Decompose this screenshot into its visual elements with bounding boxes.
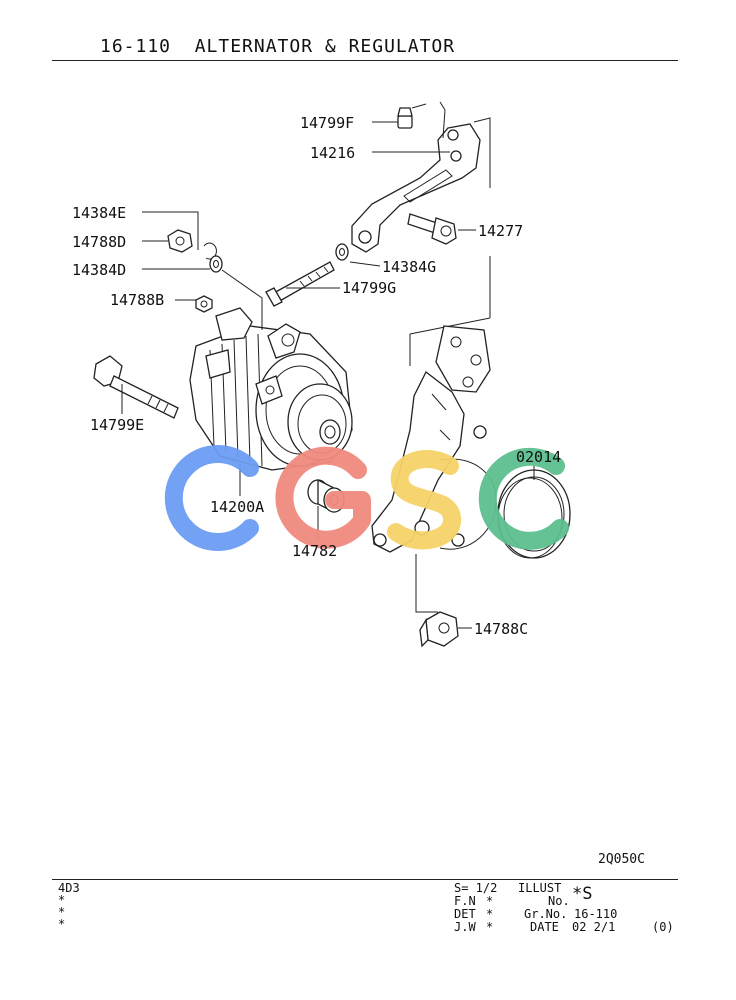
watermark-letter-g xyxy=(275,446,371,549)
alternator-bracket-14216 xyxy=(351,101,491,253)
date-label: DATE xyxy=(530,920,559,934)
washer-14384g xyxy=(335,243,349,261)
revision: (0) xyxy=(652,920,674,934)
callout-14384d: 14384D xyxy=(72,261,126,279)
callout-14384e: 14384E xyxy=(72,204,126,222)
callout-14788c: 14788C xyxy=(474,620,528,638)
det-label: DET xyxy=(454,907,476,921)
callout-14384g: 14384G xyxy=(382,258,436,276)
watermark-letter-c1 xyxy=(164,445,259,551)
watermark-letter-c2 xyxy=(478,447,569,550)
callout-14216: 14216 xyxy=(310,144,355,162)
illust-no-label: No. xyxy=(548,894,570,908)
watermark xyxy=(164,445,569,551)
callout-14799f: 14799F xyxy=(300,114,354,132)
illust-no-value: *S xyxy=(572,884,593,904)
leader-lines xyxy=(121,121,535,629)
gr-no-label: Gr.No. xyxy=(524,907,568,921)
callout-02014: 02014 xyxy=(516,448,561,466)
bolt-14277 xyxy=(407,213,457,245)
bolt-14799f xyxy=(397,103,427,129)
jw-label: J.W xyxy=(454,920,476,934)
det-value: * xyxy=(486,907,494,921)
left-mark: * xyxy=(58,893,66,907)
bolt-14799e xyxy=(93,355,179,419)
callout-labels: 14799F 14216 14384E 14277 14788D 14384D … xyxy=(72,114,561,638)
nut-14788b xyxy=(195,295,213,313)
left-mark: * xyxy=(58,917,66,931)
callout-14782: 14782 xyxy=(292,542,337,560)
nut-14788d xyxy=(167,229,193,253)
callout-14788d: 14788D xyxy=(72,233,126,251)
callout-14799e: 14799E xyxy=(90,416,144,434)
title-rule xyxy=(52,60,678,61)
callout-14799g: 14799G xyxy=(342,279,396,297)
jw-value: * xyxy=(486,920,494,934)
illust-label: ILLUST xyxy=(518,881,562,895)
left-mark: * xyxy=(58,905,66,919)
page-title: 16-110 ALTERNATOR & REGULATOR xyxy=(100,36,456,57)
illustration-code: 2Q050C xyxy=(598,852,645,867)
nut-14788c xyxy=(415,554,459,648)
fn-label: F.N xyxy=(454,894,476,908)
fn-value: * xyxy=(486,894,494,908)
gr-no-value: 16-110 xyxy=(574,907,618,921)
washer-14384d xyxy=(209,255,223,273)
bolt-14799g xyxy=(265,261,335,307)
callout-14277: 14277 xyxy=(478,222,523,240)
watermark-letter-s xyxy=(387,450,461,550)
date-value: 02 2/1 xyxy=(572,920,616,934)
scale: S= 1/2 xyxy=(454,881,498,895)
callout-14200a: 14200A xyxy=(210,498,264,516)
model-code: 4D3 xyxy=(58,881,80,895)
spring-washer-14384e xyxy=(203,242,217,260)
callout-14788b: 14788B xyxy=(110,291,164,309)
footer-rule xyxy=(52,879,678,880)
